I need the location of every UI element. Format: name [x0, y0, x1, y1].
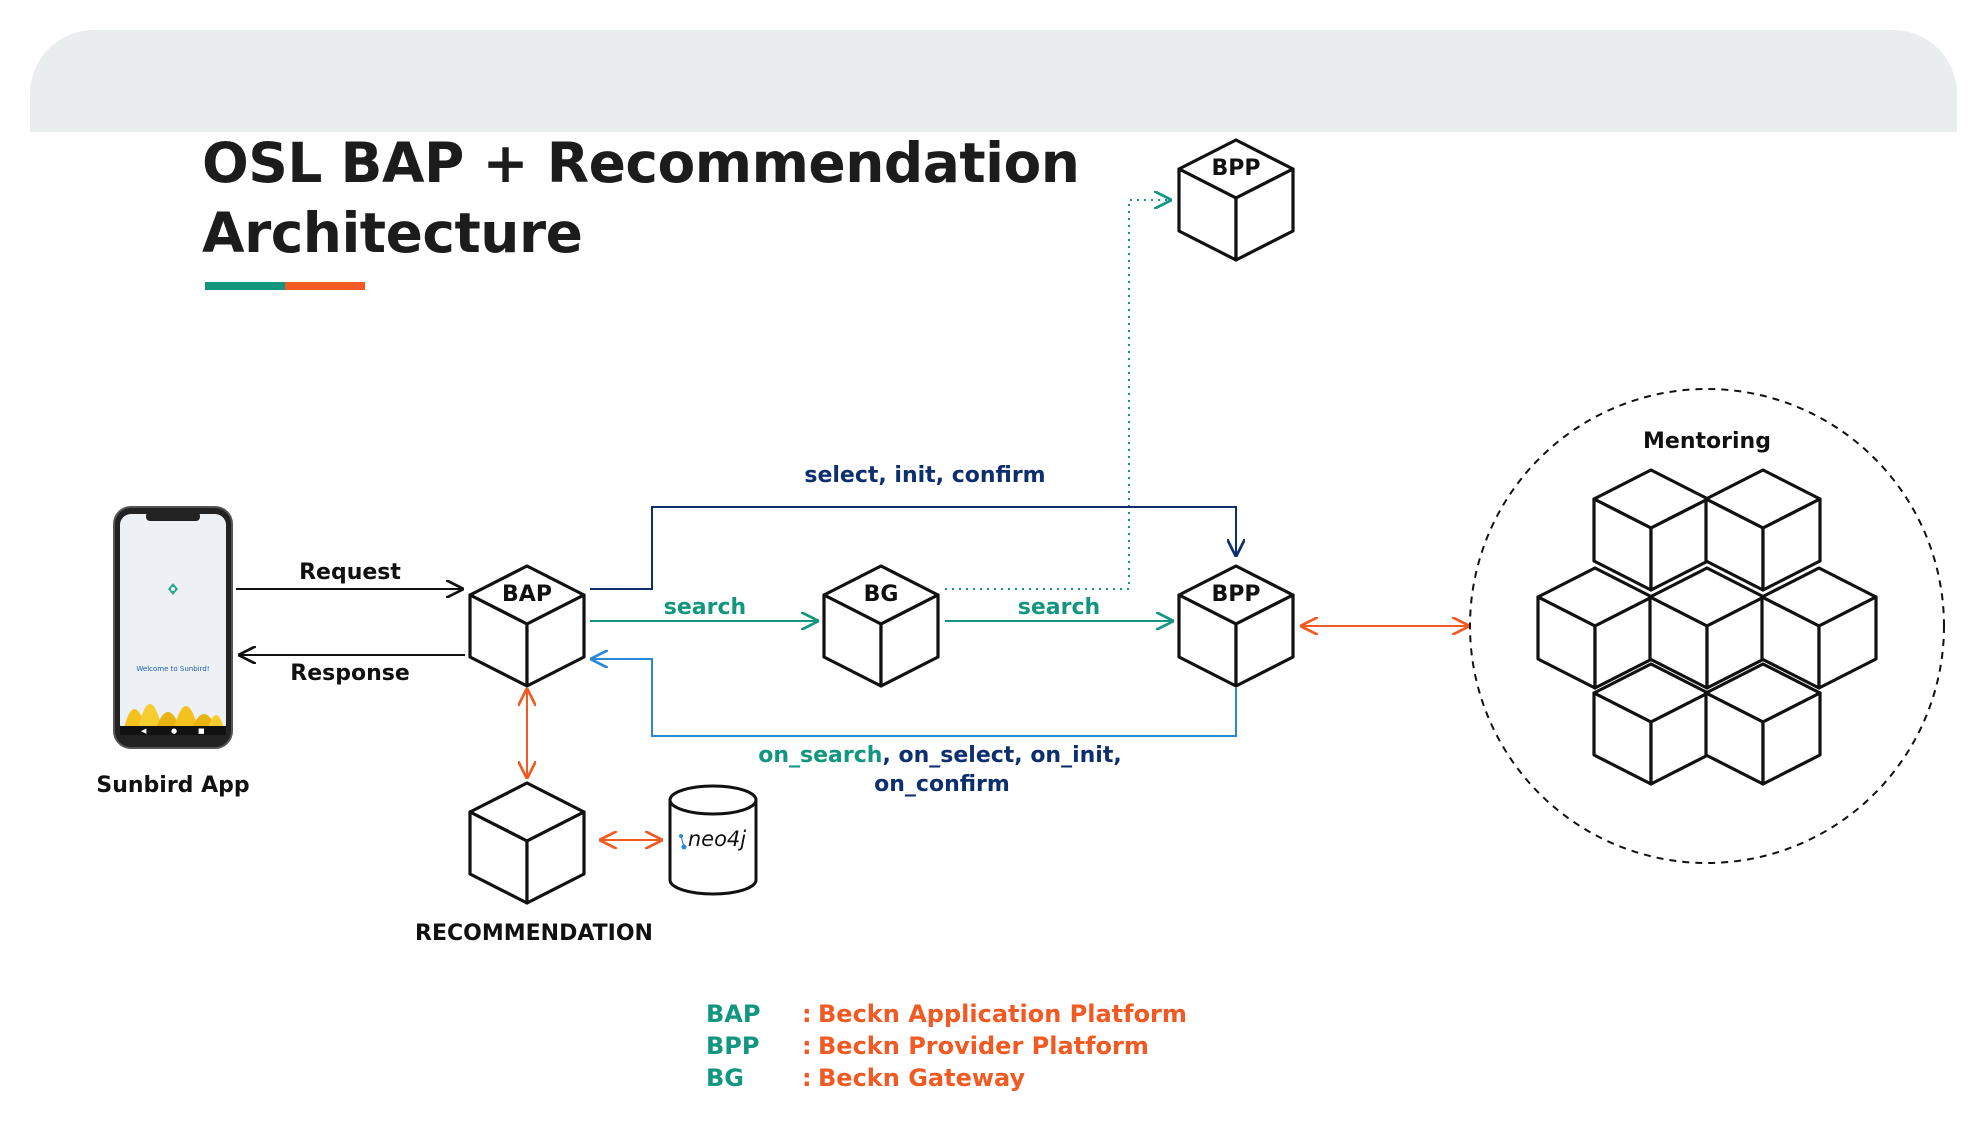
mentoring-boundary	[1469, 388, 1945, 864]
mentor-cube-icon	[1648, 566, 1766, 690]
mentoring-label: Mentoring	[1643, 429, 1771, 454]
legend-colon: :	[802, 1032, 812, 1060]
legend-abbr: BAP	[706, 1000, 761, 1028]
title-line-2: Architecture	[202, 201, 583, 265]
mentor-cube-icon	[1704, 662, 1822, 786]
select-init-confirm-arrow	[590, 506, 1236, 590]
on-search-label: on_search	[758, 743, 882, 768]
title-underline	[205, 282, 365, 290]
neo4j-database-icon: neo4j	[668, 784, 758, 896]
bpp-top-label: BPP	[1211, 156, 1260, 181]
recommendation-cube-icon	[468, 781, 586, 905]
legend-row-bap: BAP : Beckn Application Platform	[706, 998, 1187, 1030]
legend: BAP : Beckn Application Platform BPP : B…	[706, 998, 1187, 1094]
callbacks-label-line-1: on_search, on_select, on_init,	[758, 743, 1121, 768]
bg-node: BG	[822, 564, 940, 688]
mentor-cube-icon	[1704, 468, 1822, 592]
sunbird-logo-icon	[168, 583, 178, 595]
neo4j-logo-text: neo4j	[688, 827, 746, 851]
legend-colon: :	[802, 1064, 812, 1092]
mentor-cube-icon	[1760, 566, 1878, 690]
legend-meaning: Beckn Provider Platform	[818, 1032, 1149, 1060]
app-welcome-text: Welcome to Sunbird!	[136, 665, 209, 673]
sunbird-app-phone: ◀ ● ■ Welcome to Sunbird!	[113, 506, 233, 749]
bpp-main-label: BPP	[1211, 582, 1260, 607]
search-dotted-arrow-bg-bpp-top	[945, 200, 1170, 590]
recommendation-label: RECOMMENDATION	[415, 921, 653, 946]
legend-meaning: Beckn Application Platform	[818, 1000, 1187, 1028]
recommendation-node	[468, 781, 586, 905]
callbacks-label-line-2: on_confirm	[874, 772, 1010, 797]
search-label-bg-bpp: search	[1018, 595, 1100, 620]
bpp-main-node: BPP	[1177, 564, 1295, 688]
request-label: Request	[299, 560, 401, 585]
header-band	[30, 30, 1957, 132]
callbacks-arrow	[592, 659, 1237, 737]
leaf-decoration	[124, 704, 224, 728]
legend-meaning: Beckn Gateway	[818, 1064, 1026, 1092]
legend-row-bg: BG : Beckn Gateway	[706, 1062, 1187, 1094]
nav-home-icon: ●	[171, 727, 177, 735]
underline-teal-segment	[205, 282, 285, 290]
mentoring-cluster: Mentoring	[1469, 388, 1945, 864]
search-label-bap-bg: search	[664, 595, 746, 620]
page-title: OSL BAP + Recommendation Architecture	[202, 128, 1080, 268]
title-line-1: OSL BAP + Recommendation	[202, 131, 1080, 195]
bg-label: BG	[864, 582, 899, 607]
nav-back-icon: ◀	[141, 727, 147, 735]
legend-colon: :	[802, 1000, 812, 1028]
select-init-confirm-label: select, init, confirm	[804, 463, 1045, 488]
nav-recent-icon: ■	[198, 727, 205, 735]
mentor-cube-icon	[1592, 468, 1710, 592]
legend-abbr: BPP	[706, 1032, 760, 1060]
legend-abbr: BG	[706, 1064, 744, 1092]
response-label: Response	[290, 661, 410, 686]
mentor-cube-icon	[1536, 566, 1654, 690]
sunbird-app-label: Sunbird App	[96, 773, 249, 798]
underline-orange-segment	[285, 282, 365, 290]
bpp-top-node: BPP	[1177, 138, 1295, 262]
mentor-cube-icon	[1592, 662, 1710, 786]
on-select-init-label: , on_select, on_init,	[882, 743, 1121, 768]
legend-row-bpp: BPP : Beckn Provider Platform	[706, 1030, 1187, 1062]
bap-label: BAP	[502, 582, 552, 607]
bap-node: BAP	[468, 564, 586, 688]
